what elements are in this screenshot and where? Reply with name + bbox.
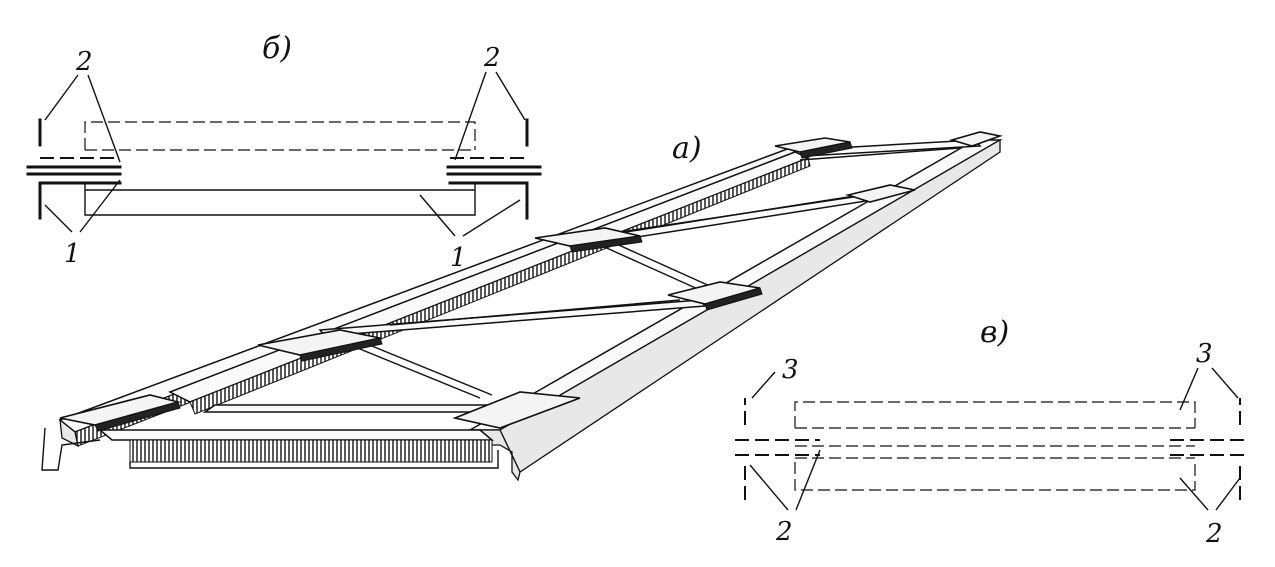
view-v-callout-bottom-left: 2	[775, 517, 793, 547]
view-v-callout-top-right: 3	[1196, 339, 1213, 369]
view-v-label: в)	[980, 315, 1009, 350]
view-b-schematic: б) 2 2 1 1	[26, 31, 542, 273]
view-v-schematic: в) 3 3 2 2	[735, 315, 1250, 549]
view-v-callout-top-left: 3	[782, 355, 799, 385]
cross-members	[202, 139, 982, 413]
view-b-callout-bottom-left: 1	[64, 239, 81, 269]
view-b-callout-top-right: 2	[483, 43, 501, 73]
view-b-label: б)	[262, 31, 292, 66]
view-b-callout-top-left: 2	[75, 47, 93, 77]
front-cross-beam	[41, 427, 499, 471]
view-v-callout-bottom-right: 2	[1205, 519, 1223, 549]
pads	[59, 131, 1003, 429]
view-a-perspective: а)	[41, 131, 1003, 482]
pad-shadows	[94, 141, 853, 432]
view-b-callout-bottom-right: 1	[450, 243, 467, 273]
view-a-label: а)	[672, 131, 702, 166]
